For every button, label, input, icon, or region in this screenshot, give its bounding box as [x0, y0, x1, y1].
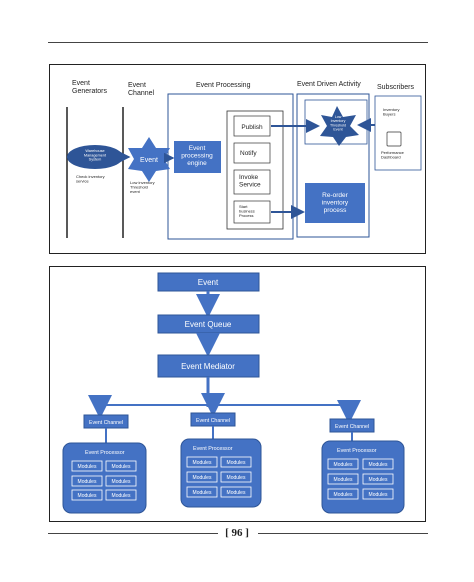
footer-rule-left [48, 533, 218, 534]
notify-label: Notify [240, 150, 257, 157]
event-box-label: Event [198, 278, 219, 287]
event-processor-middle: Event Processor Modules Modules Modules … [180, 438, 262, 508]
activity-heading: Event Driven Activity [297, 81, 361, 88]
event-processor-left-label: Event Processor [85, 450, 125, 456]
invoke-service-box [233, 169, 271, 195]
module-label: Modules [193, 490, 212, 496]
dashboard-icon [386, 131, 402, 147]
processing-heading: Event Processing [196, 82, 251, 89]
module-label: Modules [369, 462, 388, 468]
subscribers-heading: Subscribers [377, 84, 414, 91]
event-processor-right: Event Processor Modules Modules Modules … [321, 440, 405, 514]
module-label: Modules [334, 492, 353, 498]
event-processor-middle-label: Event Processor [193, 446, 233, 452]
event-channel-left-label: Event Channel [89, 420, 123, 426]
bottom-diagram-canvas: Event Event Queue Event Mediator Event C… [62, 272, 405, 514]
activity-frame [296, 93, 370, 238]
top-rule [48, 42, 428, 43]
footer-rule-right [258, 533, 428, 534]
actions-column [226, 110, 284, 230]
module-label: Modules [227, 490, 246, 496]
event-queue-label: Event Queue [185, 320, 232, 329]
event-mediator-diagram: Event Event Queue Event Mediator Event C… [49, 266, 426, 522]
event-processor-right-label: Event Processor [337, 448, 377, 454]
module-label: Modules [78, 479, 97, 485]
module-label: Modules [227, 460, 246, 466]
low-inventory-star [320, 106, 359, 146]
module-label: Modules [369, 492, 388, 498]
warehouse-system-ellipse [67, 145, 123, 169]
module-label: Modules [112, 493, 131, 499]
module-label: Modules [78, 493, 97, 499]
reorder-box [305, 183, 365, 223]
event-mediator-label: Event Mediator [181, 362, 235, 371]
module-label: Modules [334, 477, 353, 483]
module-label: Modules [112, 464, 131, 470]
event-star [128, 137, 170, 182]
module-label: Modules [78, 464, 97, 470]
module-label: Modules [193, 460, 212, 466]
publish-box [233, 115, 271, 137]
module-label: Modules [193, 475, 212, 481]
module-label: Modules [369, 477, 388, 483]
processing-engine-box [174, 141, 221, 173]
module-label: Modules [112, 479, 131, 485]
event-processor-left: Event Processor Modules Modules Modules … [62, 442, 147, 514]
module-label: Modules [334, 462, 353, 468]
module-label: Modules [227, 475, 246, 481]
start-business-box [233, 200, 271, 224]
event-star-label: Event [140, 157, 158, 164]
event-channel-right-label: Event Channel [335, 424, 369, 430]
notify-box [233, 142, 271, 164]
page-number: [ 96 ] [225, 527, 249, 539]
publish-label: Publish [241, 124, 263, 131]
event-channel-middle-label: Event Channel [196, 418, 230, 424]
